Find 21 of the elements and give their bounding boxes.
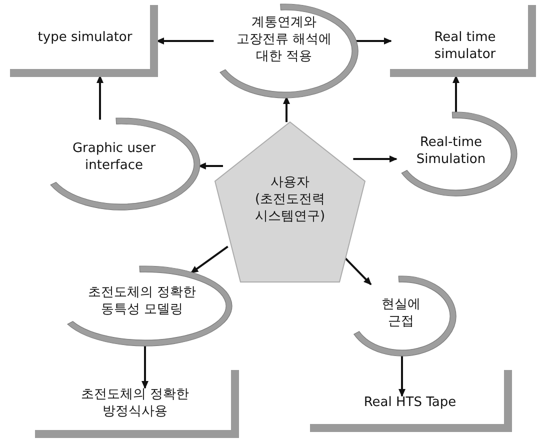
node-label: Real-time Simulation [415,134,487,168]
arrow [283,96,290,122]
arrow [353,156,398,162]
arrow [356,38,392,44]
node-label: 초전도체의 정확한 방정식사용 [80,386,190,420]
arrow [398,356,406,397]
arrow [198,162,223,170]
arrow [142,346,148,389]
arrow [344,256,372,286]
arrow [156,38,214,44]
node-label: 계통연계와 고장전류 해석에 대한 적용 [235,14,333,65]
arrow [96,75,104,120]
node-label: Real HTS Tape [362,394,458,411]
node-label: Graphic user interface [71,140,157,174]
arrow [452,75,460,112]
node-label: type simulator [36,29,134,46]
node-label: 사용자 (초전도전력 시스템연구) [254,174,326,225]
arrow [190,246,228,274]
node-label: 현실에 근접 [380,296,422,330]
node-label: 초전도체의 정확한 동특성 모델링 [86,284,198,318]
node-label: Real time simulator [433,29,497,63]
